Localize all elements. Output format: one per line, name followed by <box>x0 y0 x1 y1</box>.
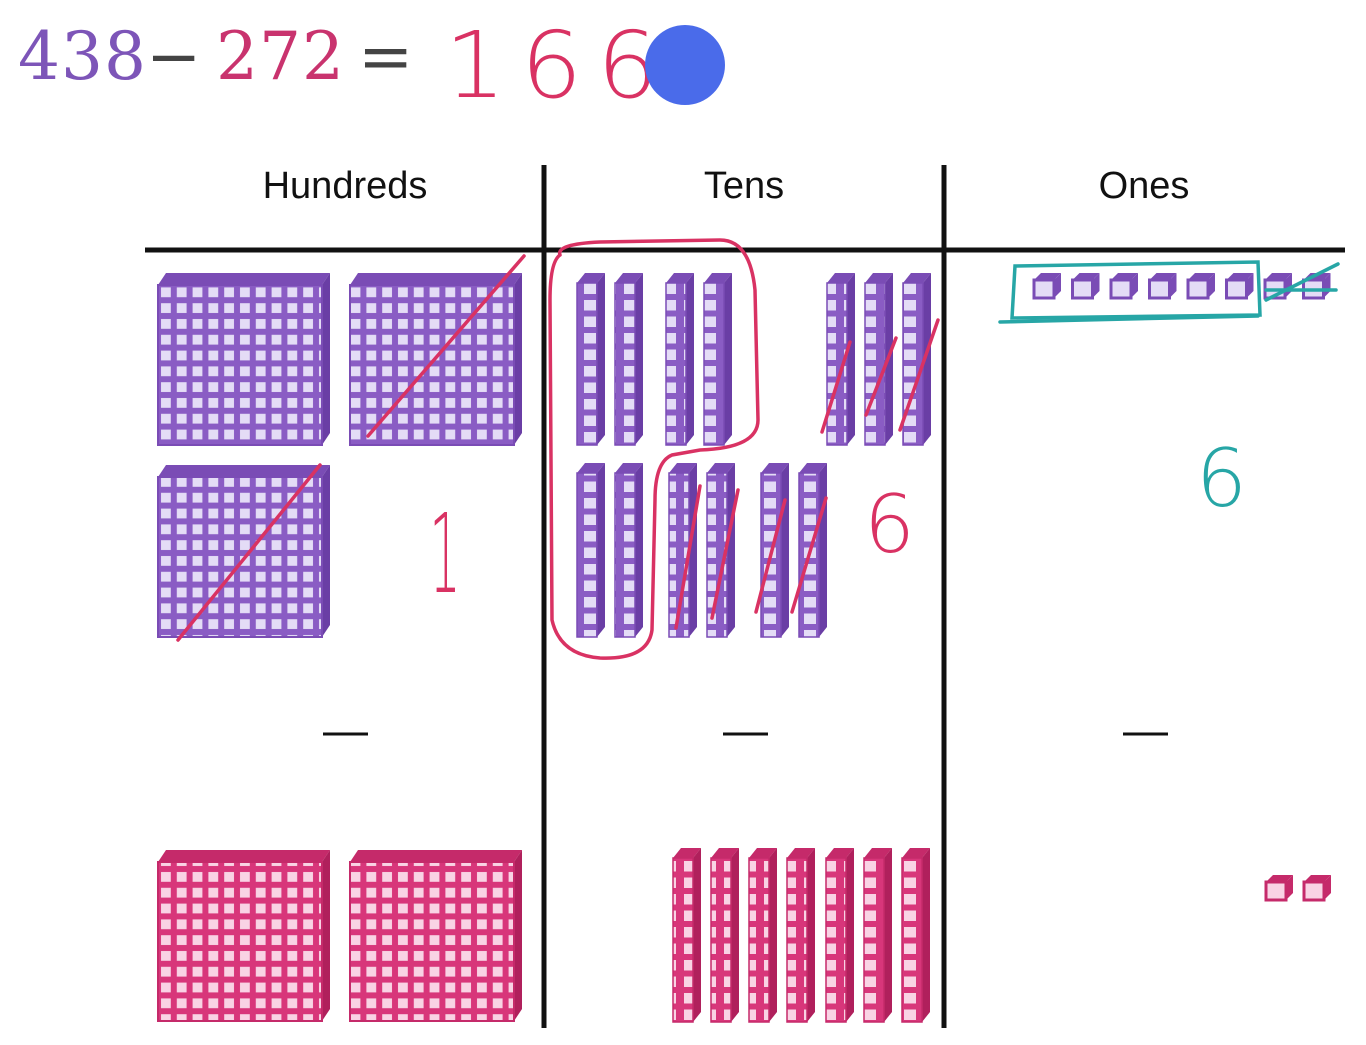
red-ink-annotations <box>176 238 940 660</box>
ten-rod-subtract <box>863 848 892 1023</box>
bottom-tens-rods <box>672 848 930 1023</box>
minuend: 438 <box>18 18 147 95</box>
strike-line <box>176 463 322 642</box>
ten-rod-subtract <box>825 848 854 1023</box>
hundred-flat <box>349 273 522 446</box>
ten-rod <box>902 273 931 446</box>
tens-result-digit: 6 <box>864 478 915 571</box>
strike-line <box>820 340 852 434</box>
bottom-ones-cubes <box>1264 875 1331 902</box>
ten-rod <box>706 463 735 638</box>
column-header-hundreds: Hundreds <box>262 165 428 207</box>
cursor-pointer <box>645 25 725 105</box>
hundred-flat <box>157 273 330 446</box>
ten-rod <box>703 273 732 446</box>
ten-rod <box>576 463 605 638</box>
strike-line <box>366 254 526 438</box>
hundreds-result-digit: 1 <box>429 490 461 618</box>
strike-line <box>1264 262 1340 302</box>
ten-rod-subtract <box>748 848 777 1023</box>
one-cube <box>1032 273 1061 300</box>
column-header-ones: Ones <box>1098 165 1190 207</box>
ten-rod <box>576 273 605 446</box>
one-cube <box>1148 273 1177 300</box>
ten-rod-subtract <box>901 848 930 1023</box>
hundred-flat-subtract <box>349 850 522 1022</box>
underline <box>998 314 1260 324</box>
one-cube-subtract <box>1302 875 1331 902</box>
ten-rod <box>760 463 789 638</box>
ones-result-digit: 6 <box>1196 432 1247 525</box>
one-cube <box>1186 273 1215 300</box>
hundred-flat <box>157 465 330 638</box>
strike-line <box>754 498 787 614</box>
equals-sign: = <box>358 18 415 95</box>
strike-line <box>864 336 898 417</box>
strike-line <box>898 318 940 432</box>
column-header-tens: Tens <box>703 165 785 207</box>
ten-rod <box>826 273 855 446</box>
ten-rod-subtract <box>710 848 739 1023</box>
ten-rod <box>614 463 643 638</box>
ten-rod <box>798 463 827 638</box>
top-tens-rods <box>576 273 931 638</box>
minus-operator: − <box>146 18 203 95</box>
ten-rod <box>614 273 643 446</box>
strike-line <box>674 484 702 630</box>
ten-rod-subtract <box>672 848 701 1023</box>
strike-line <box>710 488 740 620</box>
one-cube <box>1109 273 1138 300</box>
subtrahend: 272 <box>216 18 345 95</box>
handwritten-answer: 166 <box>444 12 674 119</box>
regroup-loop <box>548 238 760 660</box>
ten-rod <box>668 463 697 638</box>
strike-line <box>790 496 828 614</box>
top-ones-cubes <box>1032 273 1331 300</box>
teal-ink-annotations <box>998 260 1340 324</box>
hundred-flat-subtract <box>157 850 330 1022</box>
ten-rod-subtract <box>786 848 815 1023</box>
one-cube <box>1225 273 1254 300</box>
ones-group-box <box>1010 260 1262 320</box>
ten-rod <box>665 273 694 446</box>
one-cube-subtract <box>1264 875 1293 902</box>
one-cube <box>1302 273 1331 300</box>
one-cube <box>1071 273 1100 300</box>
